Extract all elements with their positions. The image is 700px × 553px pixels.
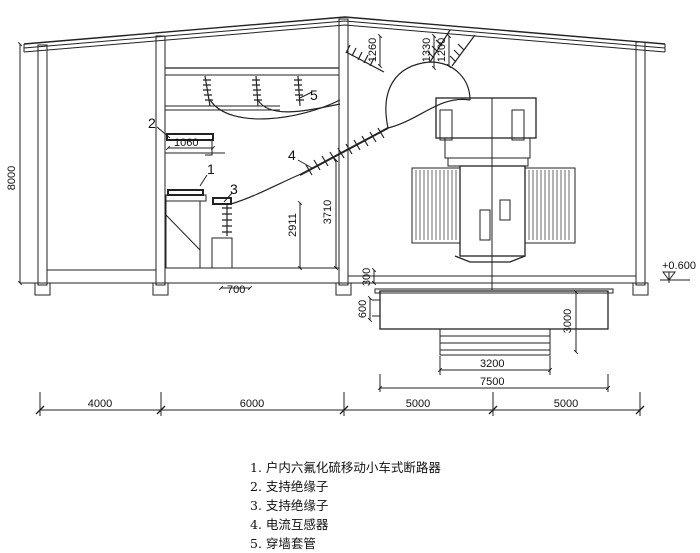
roof [23, 16, 666, 53]
dim-8000: 8000 [6, 166, 18, 190]
dim-600: 600 [357, 300, 369, 318]
legend-item-2: 2. 支持绝缘子 [250, 479, 329, 494]
elevation-label: +0.600 [662, 260, 696, 272]
dim-700: 700 [227, 284, 245, 296]
current-transformer-and-bushing [230, 29, 476, 205]
dimension-texts: 8000 1060 2911 3710 1260 1330 1200 700 3… [6, 38, 696, 388]
dim-3200: 3200 [480, 358, 504, 370]
radiator-left [411, 167, 461, 244]
support-insulators-top [203, 75, 341, 120]
dim-1260: 1260 [367, 38, 379, 62]
dim-1330: 1330 [421, 38, 433, 62]
legend-item-1: 1. 户内六氟化硫移动小车式断路器 [250, 460, 441, 475]
building-columns [34, 18, 649, 296]
bay-1: 4000 [88, 398, 112, 410]
callout-numbers: 1 2 3 4 5 [148, 87, 318, 197]
radiator-right [524, 167, 576, 244]
dim-2911: 2911 [287, 213, 299, 237]
legend-item-3: 3. 支持绝缘子 [250, 498, 329, 513]
dim-1200: 1200 [436, 38, 448, 62]
dim-1060: 1060 [174, 137, 198, 149]
dim-300: 300 [361, 268, 373, 286]
callout-2: 2 [148, 115, 156, 131]
dimension-lines [17, 33, 690, 392]
dim-7500: 7500 [480, 376, 504, 388]
callout-4: 4 [288, 147, 296, 163]
bay-3: 5000 [406, 398, 430, 410]
power-transformer [411, 97, 576, 290]
callout-leaders [156, 91, 313, 203]
bay-2: 6000 [240, 398, 264, 410]
bay-texts: 4000 6000 5000 5000 [88, 398, 578, 410]
legend-item-5: 5. 穿墙套管 [250, 536, 316, 551]
callout-5: 5 [310, 87, 318, 103]
legend: 1. 户内六氟化硫移动小车式断路器 2. 支持绝缘子 3. 支持绝缘子 4. 电… [250, 458, 441, 553]
callout-3: 3 [230, 181, 238, 197]
transformer-foundation [372, 288, 614, 356]
callout-1: 1 [207, 161, 215, 177]
legend-item-4: 4. 电流互感器 [250, 517, 329, 532]
switch-room-frame [165, 67, 339, 269]
circuit-breaker [166, 133, 232, 236]
floor [20, 267, 640, 284]
dim-3000: 3000 [562, 309, 574, 333]
bay-4: 5000 [554, 398, 578, 410]
bay-dimension-axis [35, 392, 645, 416]
dim-3710: 3710 [322, 200, 334, 224]
